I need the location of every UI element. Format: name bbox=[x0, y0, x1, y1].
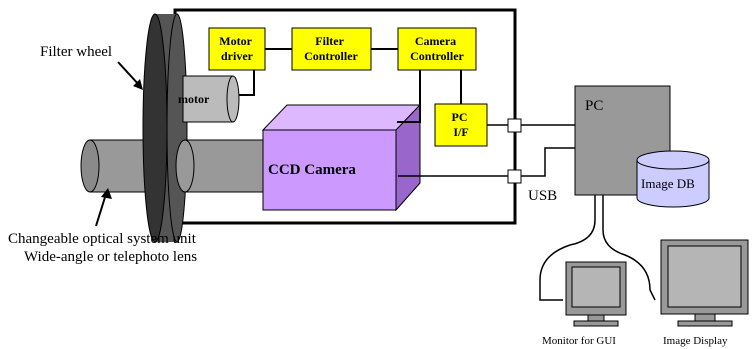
filter-controller-label-1: Filter bbox=[315, 34, 344, 48]
ccd-camera: CCD Camera bbox=[261, 103, 422, 212]
usb-connector-bottom bbox=[507, 169, 522, 184]
image-db: Image DB bbox=[636, 150, 710, 208]
camera-controller-label-2: Controller bbox=[410, 49, 464, 63]
motor-driver-box: Motor driver bbox=[208, 27, 266, 71]
lens-cylinder bbox=[175, 139, 264, 193]
svg-text:PC I/F: PC I/F bbox=[452, 110, 471, 139]
filter-controller-box: Filter Controller bbox=[291, 27, 372, 71]
filter-wheel-label: Filter wheel bbox=[40, 44, 112, 60]
filter-controller-label-2: Controller bbox=[304, 49, 358, 63]
image-db-label: Image DB bbox=[641, 176, 695, 191]
svg-text:Motor driver: Motor driver bbox=[219, 34, 254, 63]
monitor-gui: Monitor for GUI bbox=[542, 261, 627, 347]
external-connections bbox=[398, 124, 575, 177]
ccd-camera-label: CCD Camera bbox=[268, 162, 356, 178]
motor-driver-label-1: Motor bbox=[219, 34, 252, 48]
usb-connector-top bbox=[507, 118, 522, 133]
lens-label: Wide-angle or telephoto lens bbox=[24, 249, 197, 265]
pc-label: PC bbox=[585, 98, 603, 114]
motor: motor bbox=[178, 75, 240, 123]
usb-label: USB bbox=[528, 188, 557, 204]
monitor-gui-label: Monitor for GUI bbox=[542, 335, 616, 347]
motor-driver-label-2: driver bbox=[221, 49, 254, 63]
monitor-cables bbox=[539, 195, 656, 301]
internal-connections bbox=[239, 48, 462, 123]
motor-label: motor bbox=[178, 92, 210, 106]
image-display: Image Display bbox=[660, 239, 749, 347]
svg-text:Filter Controller: Filter Controller bbox=[304, 34, 358, 63]
optical-unit-arrow bbox=[95, 188, 112, 227]
pc-if-box: PC I/F bbox=[434, 103, 488, 147]
camera-controller-label-1: Camera bbox=[415, 34, 456, 48]
svg-text:Camera Controller: Camera Controller bbox=[410, 34, 464, 63]
pc-if-label-1: PC bbox=[452, 110, 468, 124]
pc-if-label-2: I/F bbox=[453, 125, 468, 139]
filter-wheel bbox=[142, 13, 188, 243]
filter-wheel-arrow bbox=[117, 61, 143, 90]
image-display-label: Image Display bbox=[663, 335, 728, 347]
camera-controller-box: Camera Controller bbox=[397, 27, 477, 71]
optical-unit-label: Changeable optical system unit bbox=[8, 231, 197, 247]
